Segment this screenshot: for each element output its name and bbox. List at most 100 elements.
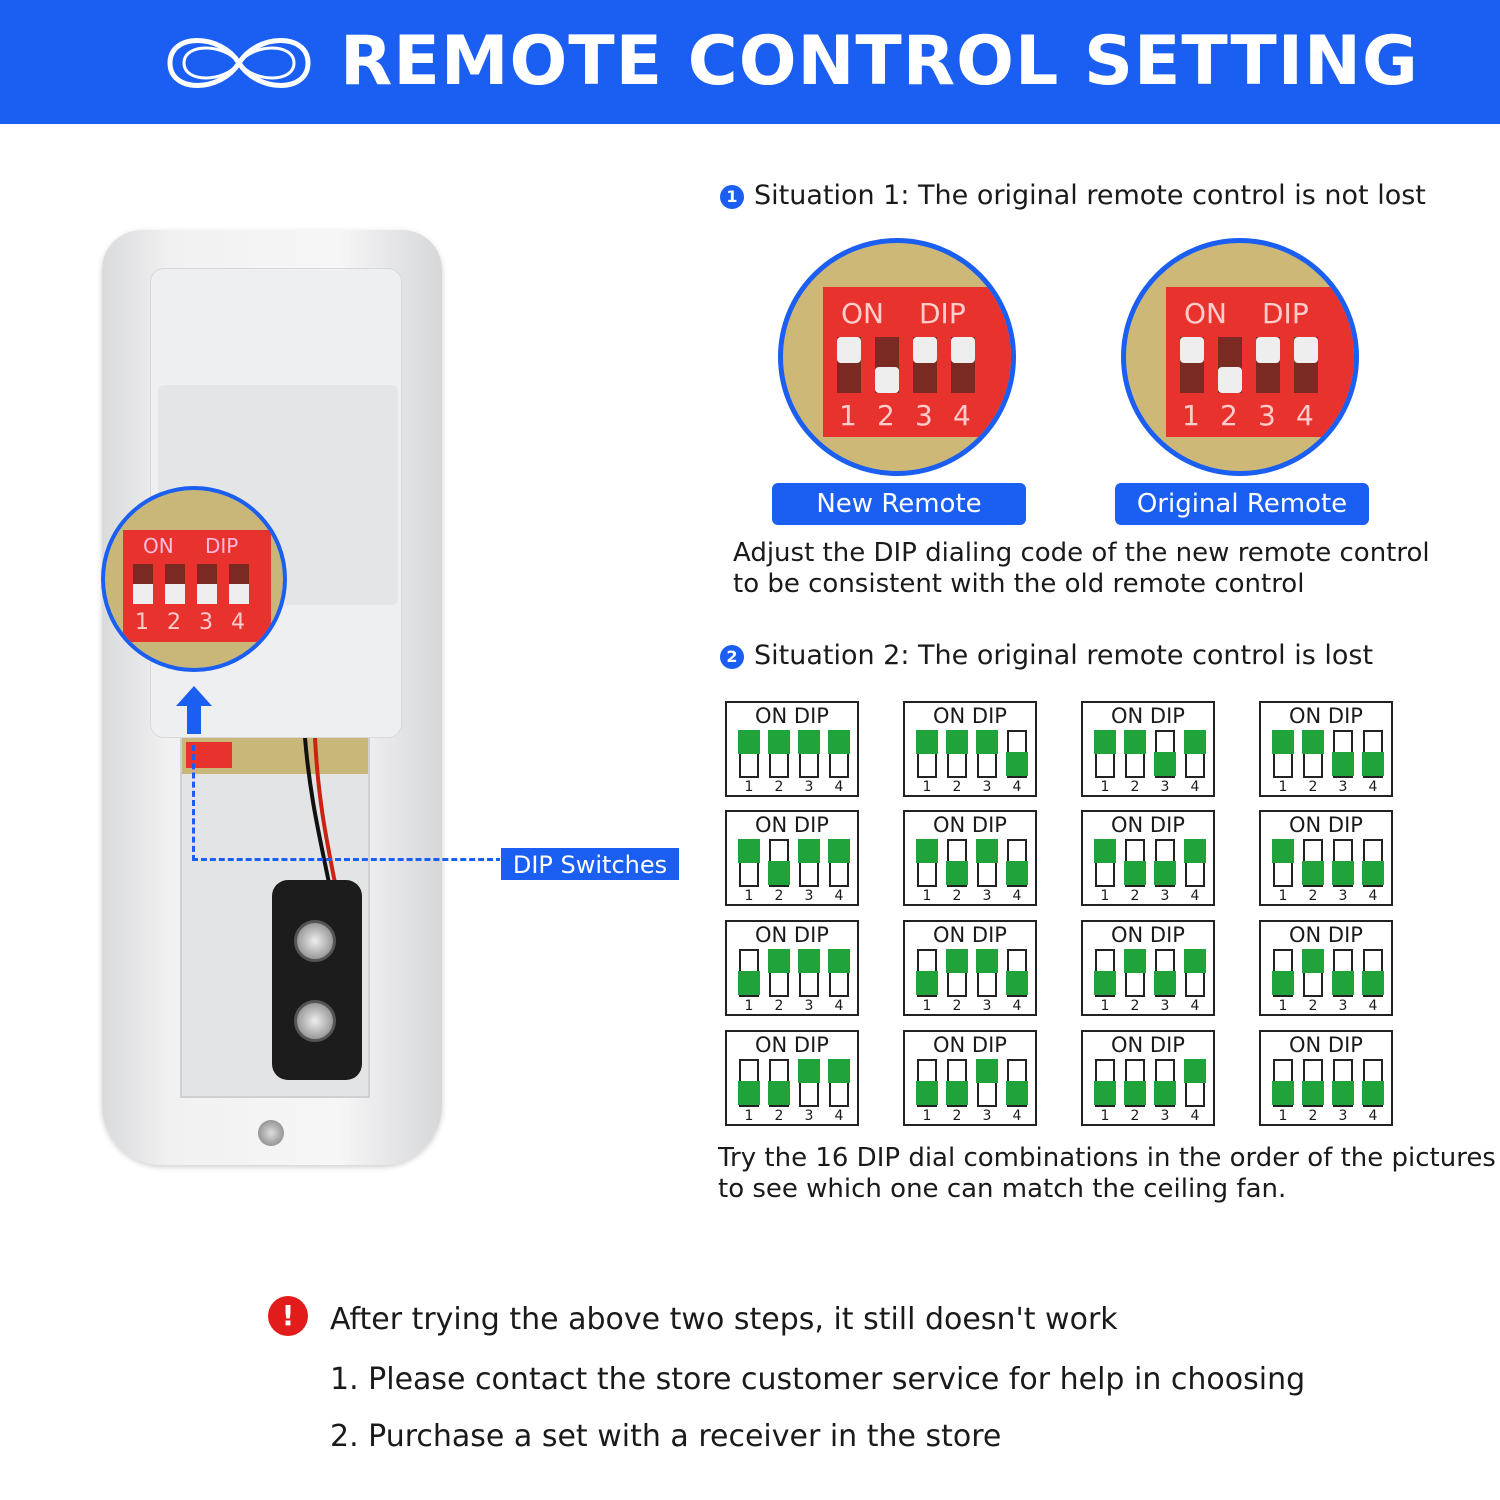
switch-number: 4 — [1368, 888, 1378, 904]
switch-number: 4 — [1368, 1108, 1378, 1124]
switch-number: 2 — [952, 888, 962, 904]
switch-number: 4 — [834, 779, 844, 795]
switch-number: 3 — [804, 888, 814, 904]
switch-2 — [1218, 337, 1242, 393]
switch-knob — [1180, 337, 1204, 363]
switch-number: 2 — [1130, 998, 1140, 1014]
switch-4 — [1184, 730, 1206, 778]
switch-knob-off — [916, 1081, 938, 1105]
switch-number: 1 — [1100, 998, 1110, 1014]
dip-header: ON DIP — [1289, 1033, 1363, 1057]
number-badge: 2 — [720, 644, 744, 669]
switch-4 — [1362, 730, 1384, 778]
switch-on-label: ON — [1184, 297, 1227, 330]
switch-4 — [828, 949, 850, 997]
switch-2 — [165, 564, 185, 604]
dip-header: ON DIP — [755, 1033, 829, 1057]
arrow-up-icon — [176, 686, 212, 734]
switch-4 — [1362, 949, 1384, 997]
switch-number: 1 — [1278, 779, 1288, 795]
switch-knob-off — [1332, 861, 1354, 885]
switch-number: 3 — [1338, 1108, 1348, 1124]
switch-3 — [1154, 839, 1176, 887]
switch-knob — [133, 584, 153, 604]
switch-1 — [1272, 1059, 1294, 1107]
switch-number: 1 — [1100, 779, 1110, 795]
switch-dip-label: DIP — [919, 297, 966, 330]
switch-2 — [768, 730, 790, 778]
switch-1 — [1272, 949, 1294, 997]
switch-number: 1 — [1278, 998, 1288, 1014]
number-badge: 1 — [720, 184, 744, 209]
switch-4 — [828, 839, 850, 887]
switch-knob-off — [1154, 971, 1176, 995]
switch-number: 3 — [804, 998, 814, 1014]
switch-knob-off — [1362, 752, 1384, 776]
switch-knob-off — [1154, 861, 1176, 885]
switch-knob-off — [1332, 1081, 1354, 1105]
notice-title: After trying the above two steps, it sti… — [330, 1302, 1118, 1337]
switch-number: 1 — [922, 888, 932, 904]
switch-knob-off — [1272, 1081, 1294, 1105]
switch-number: 2 — [1308, 998, 1318, 1014]
switch-1 — [916, 839, 938, 887]
switch-knob-on — [1302, 730, 1324, 754]
switch-knob-off — [1332, 752, 1354, 776]
switch-knob-off — [1362, 1081, 1384, 1105]
switch-knob-on — [976, 1059, 998, 1083]
switch-number: 1 — [1278, 888, 1288, 904]
notice-step-1: 1. Please contact the store customer ser… — [330, 1362, 1306, 1397]
new-remote-label: New Remote — [772, 483, 1026, 525]
switch-knob-on — [1124, 730, 1146, 754]
switch-number: 3 — [1160, 1108, 1170, 1124]
switch-number: 4 — [1012, 779, 1022, 795]
dip-header: ON DIP — [755, 923, 829, 947]
switch-4 — [951, 337, 975, 393]
switch-4 — [1184, 1059, 1206, 1107]
switch-4 — [828, 730, 850, 778]
switch-1 — [738, 949, 760, 997]
switch-3 — [1256, 337, 1280, 393]
switch-2 — [1124, 730, 1146, 778]
situation-1-description-line2: to be consistent with the old remote con… — [733, 569, 1305, 599]
switch-1 — [133, 564, 153, 604]
switch-knob-off — [768, 1081, 790, 1105]
screw — [258, 1120, 284, 1146]
switch-number: 4 — [953, 399, 971, 432]
switch-number: 4 — [1368, 779, 1378, 795]
switch-4 — [1362, 839, 1384, 887]
switch-knob-off — [1124, 1081, 1146, 1105]
switch-knob-on — [916, 839, 938, 863]
switch-knob-on — [976, 730, 998, 754]
switch-4 — [1184, 839, 1206, 887]
switch-4 — [1006, 730, 1028, 778]
switch-number: 4 — [231, 610, 245, 635]
switch-number: 1 — [744, 779, 754, 795]
dip-header: ON DIP — [933, 704, 1007, 728]
switch-number: 3 — [982, 1108, 992, 1124]
switch-3 — [1332, 839, 1354, 887]
dip-header: ON DIP — [1289, 923, 1363, 947]
dip-header: ON DIP — [1289, 704, 1363, 728]
switch-number: 2 — [774, 888, 784, 904]
switch-2 — [946, 1059, 968, 1107]
situation-2-description-line1: Try the 16 DIP dial combinations in the … — [718, 1143, 1496, 1173]
switch-knob-on — [828, 1059, 850, 1083]
switch-number: 2 — [167, 610, 181, 635]
switch-number: 2 — [1308, 1108, 1318, 1124]
switch-knob — [165, 584, 185, 604]
switch-number: 3 — [1258, 399, 1276, 432]
switch-number: 3 — [1338, 998, 1348, 1014]
switch-knob-off — [1362, 861, 1384, 885]
switch-4 — [229, 564, 249, 604]
switch-3 — [976, 1059, 998, 1107]
